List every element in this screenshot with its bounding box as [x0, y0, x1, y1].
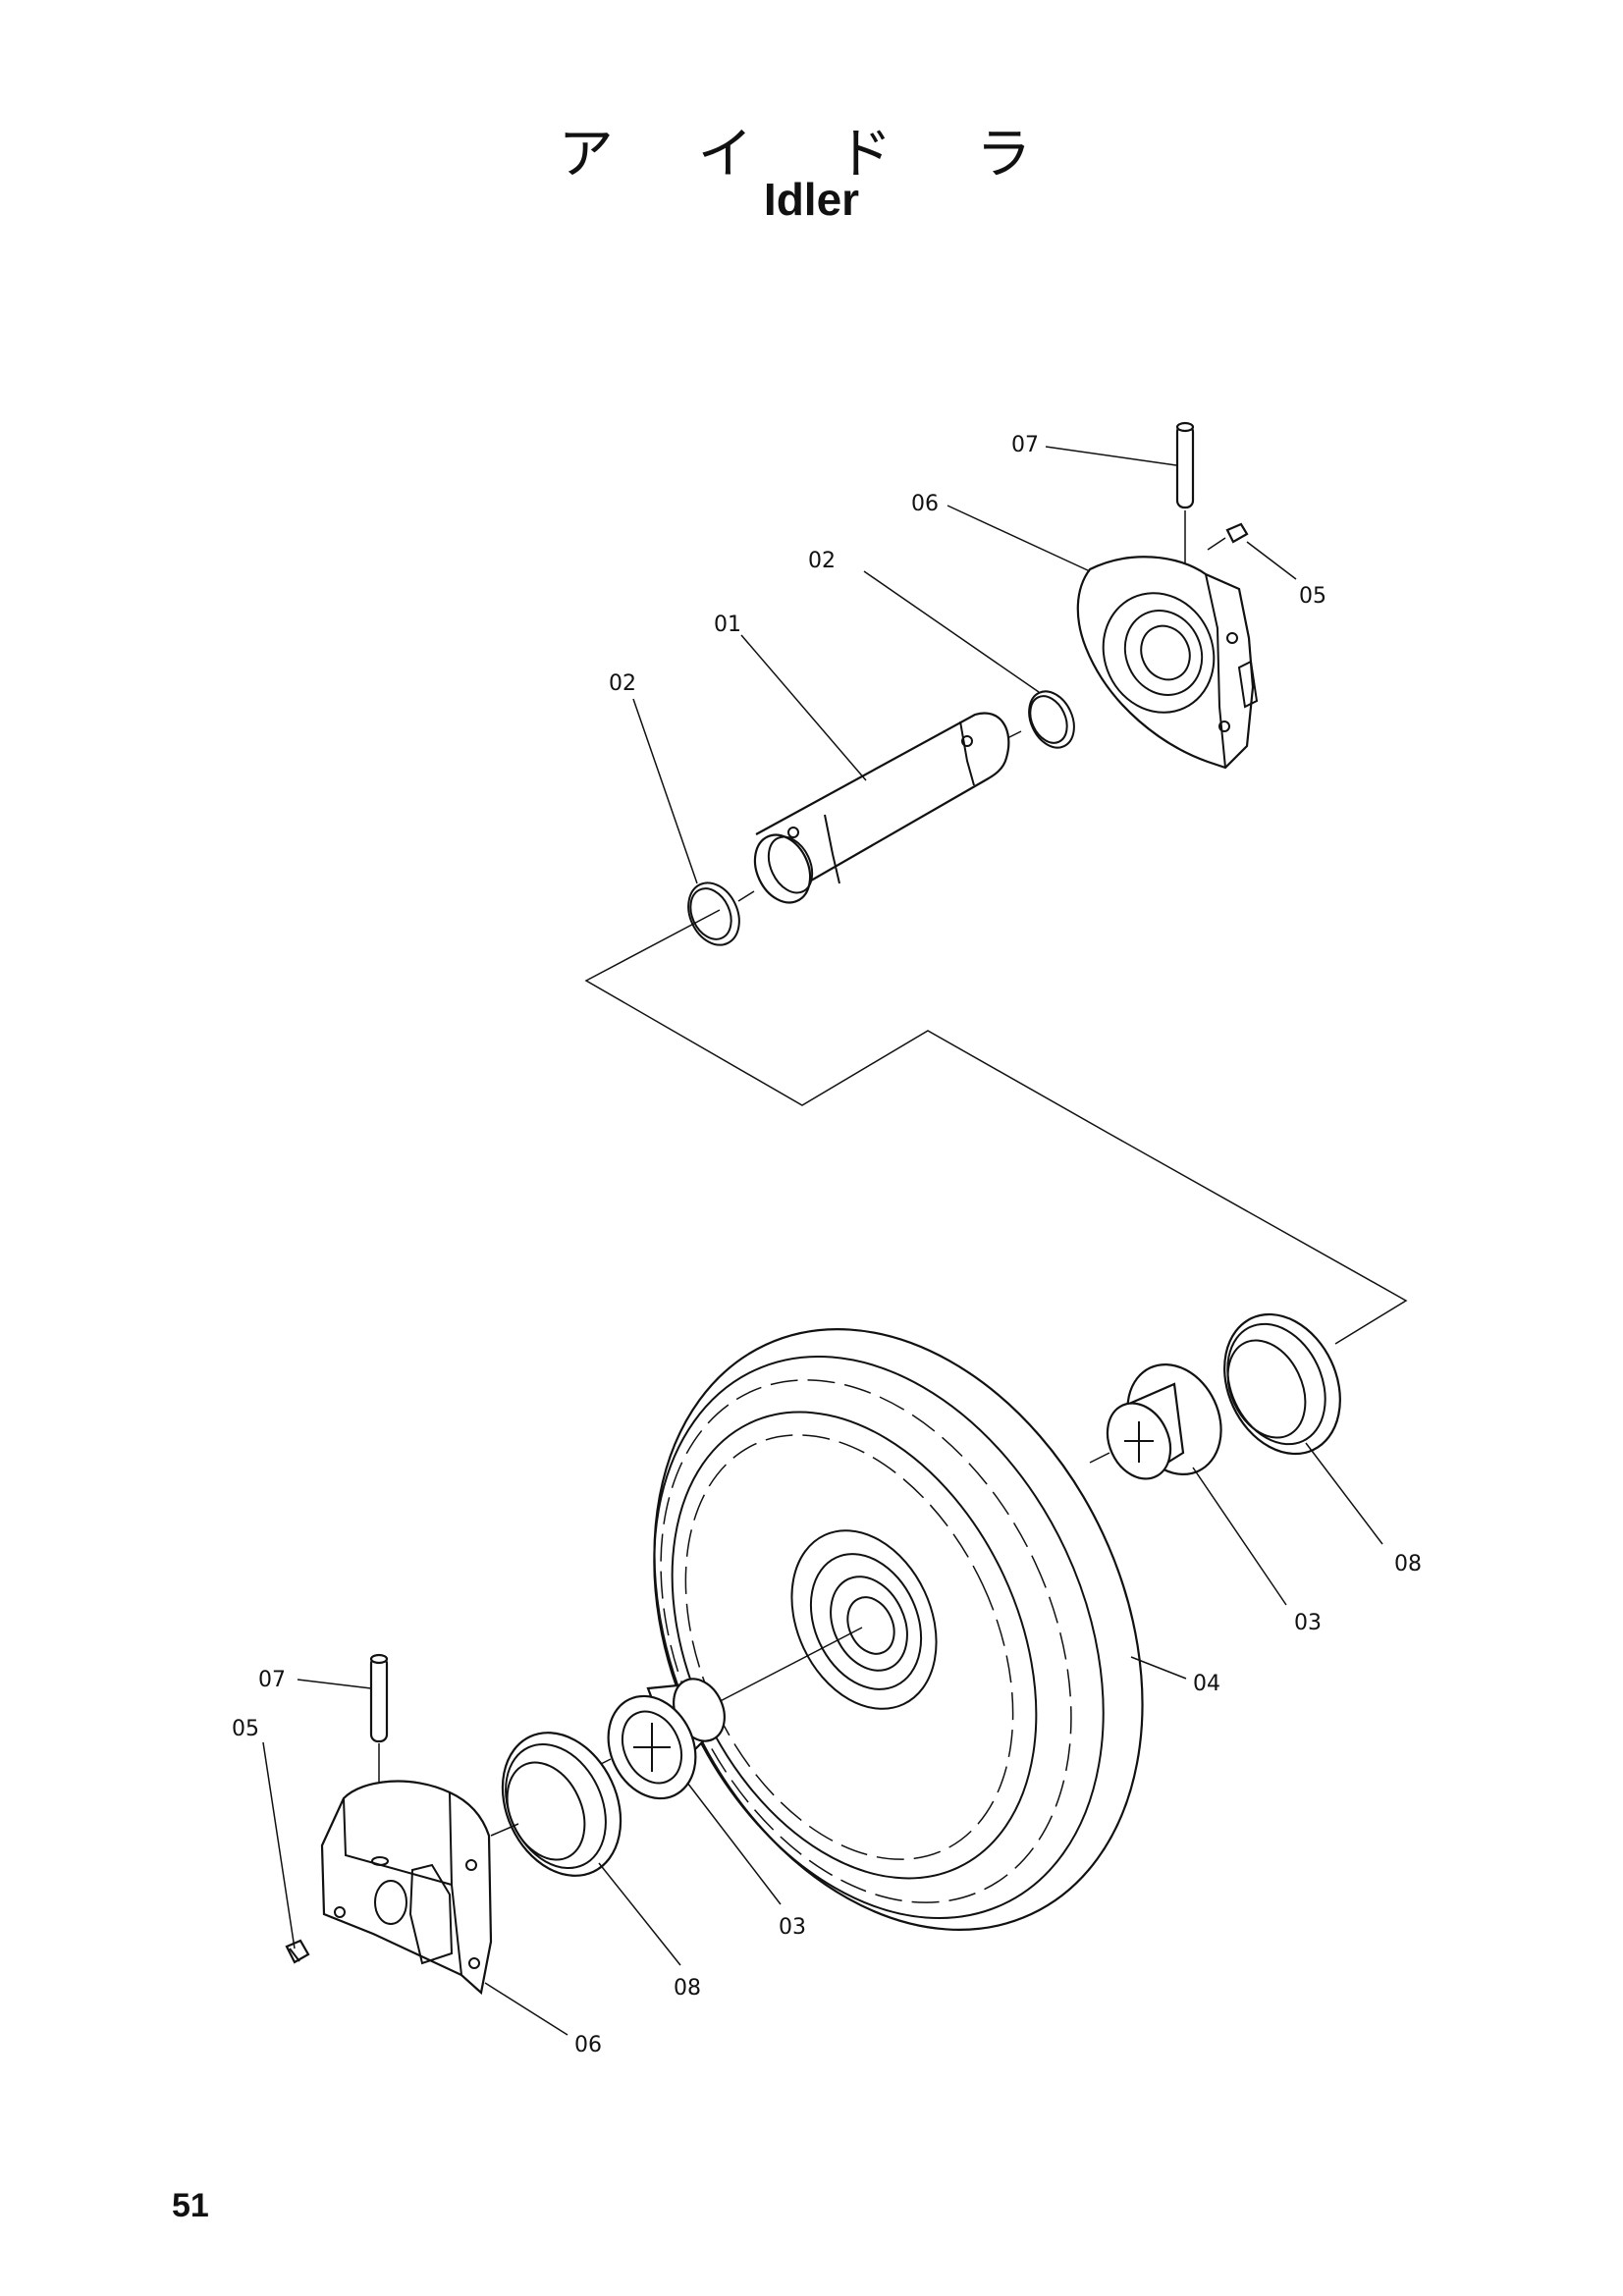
- callout-06-top: 06: [911, 492, 939, 516]
- part-03-bushing-bottom: [598, 1678, 726, 1800]
- callout-07-bottom: 07: [258, 1668, 286, 1692]
- part-05-fitting-top: [1207, 522, 1249, 551]
- callout-08-right: 08: [1394, 1552, 1422, 1576]
- leader-lines: [262, 446, 1383, 2036]
- callout-04: 04: [1193, 1672, 1220, 1696]
- callout-03-right: 03: [1294, 1611, 1322, 1635]
- callouts: 07 06 05 02 01 02 08 03 04 07 05 03 08 0…: [232, 433, 1422, 2057]
- part-02-oring-left: [687, 881, 755, 946]
- callout-06-bottom: 06: [574, 2033, 602, 2057]
- part-06-bracket-bottom: [320, 1780, 493, 1996]
- part-04-idler-wheel: [653, 1328, 1144, 1931]
- part-08-seal-right: [1223, 1312, 1341, 1456]
- part-05-fitting-bottom: [285, 1939, 310, 1964]
- part-01-shaft: [753, 712, 1010, 904]
- callout-01: 01: [714, 613, 741, 637]
- page-title-japanese: ア イ ド ラ: [558, 123, 1065, 187]
- part-06-bracket-top: [1076, 556, 1259, 770]
- part-07-pin-top: [1175, 421, 1195, 579]
- part-08-seal-bottom: [490, 1732, 622, 1877]
- assembly-centerline: [584, 909, 1408, 1345]
- part-03-bushing-right: [1089, 1362, 1222, 1480]
- callout-07-top: 07: [1011, 433, 1039, 457]
- callout-08-bottom: 08: [674, 1976, 701, 2001]
- page-title-english: Idler: [763, 174, 860, 225]
- callout-02-left: 02: [609, 671, 636, 696]
- callout-05-bottom: 05: [232, 1717, 259, 1741]
- page-number: 51: [172, 2187, 209, 2224]
- callout-02-upper: 02: [808, 549, 836, 573]
- callout-05-top: 05: [1299, 584, 1326, 609]
- part-02-oring-upper: [1001, 690, 1075, 749]
- callout-03-bottom: 03: [779, 1915, 806, 1940]
